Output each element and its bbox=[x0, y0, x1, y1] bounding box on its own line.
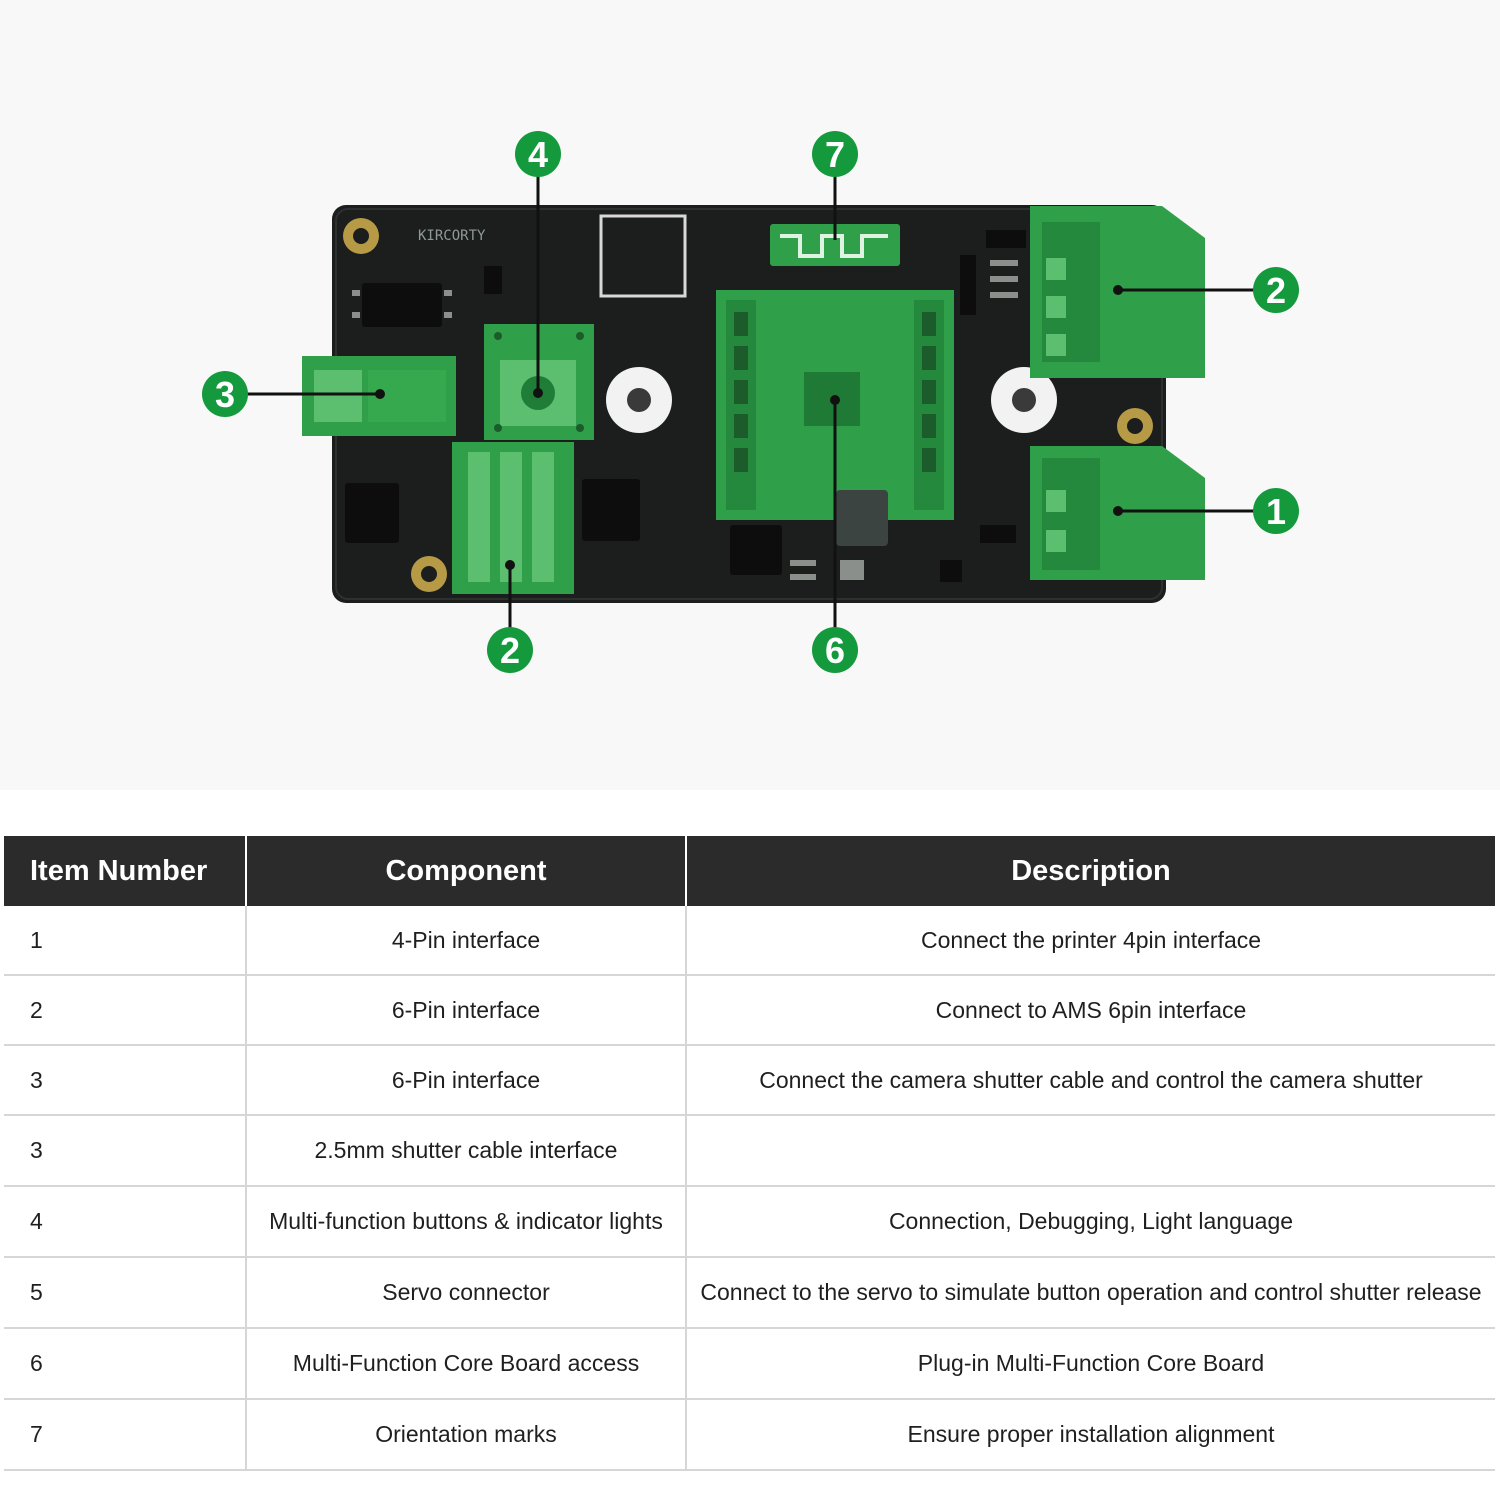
item-number-cell: 3 bbox=[4, 1045, 247, 1116]
item-number-cell: 6 bbox=[4, 1328, 247, 1400]
standoff-hole-right bbox=[991, 367, 1057, 433]
description-cell: Connect to the servo to simulate button … bbox=[686, 1257, 1495, 1329]
table-row: 6 Multi-Function Core Board access Plug-… bbox=[4, 1328, 1495, 1400]
component-cell: Servo connector bbox=[246, 1257, 687, 1329]
description-cell: Ensure proper installation alignment bbox=[686, 1399, 1495, 1471]
table-row: 4 Multi-function buttons & indicator lig… bbox=[4, 1186, 1495, 1258]
component-cell: Multi-Function Core Board access bbox=[246, 1328, 687, 1400]
svg-text:7: 7 bbox=[825, 134, 845, 175]
table-row: 2 6-Pin interface Connect to AMS 6pin in… bbox=[4, 975, 1495, 1046]
svg-text:3: 3 bbox=[215, 374, 235, 415]
callout-6: 6 bbox=[812, 627, 858, 673]
svg-text:2: 2 bbox=[500, 630, 520, 671]
leader-lines bbox=[247, 176, 1254, 628]
item-number-cell: 5 bbox=[4, 1257, 247, 1329]
spec-table: Item Number Component Description 1 4-Pi… bbox=[4, 836, 1495, 1471]
table-row: 7 Orientation marks Ensure proper instal… bbox=[4, 1399, 1495, 1471]
description-cell: Connect the printer 4pin interface bbox=[686, 906, 1495, 976]
standoff-hole-left bbox=[606, 367, 672, 433]
chip-outline bbox=[599, 214, 687, 298]
description-cell: Plug-in Multi-Function Core Board bbox=[686, 1328, 1495, 1400]
servo-connector bbox=[452, 442, 574, 594]
spec-table-body: 1 4-Pin interface Connect the printer 4p… bbox=[4, 906, 1495, 1471]
component-cell: 6-Pin interface bbox=[246, 975, 687, 1046]
svg-text:6: 6 bbox=[825, 630, 845, 671]
svg-text:4: 4 bbox=[528, 134, 548, 175]
callout-7: 7 bbox=[812, 131, 858, 177]
description-cell bbox=[686, 1115, 1495, 1187]
diagram-area: KIRCORTY bbox=[202, 131, 1299, 673]
item-number-cell: 1 bbox=[4, 906, 247, 976]
smd-pads bbox=[352, 260, 1018, 580]
component-cell: Multi-function buttons & indicator light… bbox=[246, 1186, 687, 1258]
component-cell: 4-Pin interface bbox=[246, 906, 687, 976]
header-description: Description bbox=[686, 836, 1495, 906]
smd-components bbox=[345, 230, 1026, 582]
callout-2-right: 2 bbox=[1253, 267, 1299, 313]
callout-3: 3 bbox=[202, 371, 248, 417]
leader-dots bbox=[375, 285, 1123, 570]
component-cell: 6-Pin interface bbox=[246, 1045, 687, 1116]
item-number-cell: 4 bbox=[4, 1186, 247, 1258]
mounting-hole-right bbox=[1117, 408, 1153, 444]
description-cell: Connect the camera shutter cable and con… bbox=[686, 1045, 1495, 1116]
callout-4: 4 bbox=[515, 131, 561, 177]
component-cell: Orientation marks bbox=[246, 1399, 687, 1471]
item-number-cell: 7 bbox=[4, 1399, 247, 1471]
mounting-hole-bottom-left bbox=[411, 556, 447, 592]
item-number-cell: 3 bbox=[4, 1115, 247, 1187]
component-cell: 2.5mm shutter cable interface bbox=[246, 1115, 687, 1187]
spec-table-header: Item Number Component Description bbox=[4, 836, 1495, 906]
callout-2-bottom: 2 bbox=[487, 627, 533, 673]
orientation-mark bbox=[770, 224, 900, 266]
description-cell: Connection, Debugging, Light language bbox=[686, 1186, 1495, 1258]
header-component: Component bbox=[246, 836, 687, 906]
description-cell: Connect to AMS 6pin interface bbox=[686, 975, 1495, 1046]
item-number-cell: 2 bbox=[4, 975, 247, 1046]
board-diagram: KIRCORTY bbox=[202, 131, 1299, 673]
core-board-slot bbox=[716, 290, 954, 546]
silkscreen-label: KIRCORTY bbox=[418, 228, 486, 244]
callout-1: 1 bbox=[1253, 488, 1299, 534]
svg-text:1: 1 bbox=[1266, 491, 1286, 532]
table-row: 1 4-Pin interface Connect the printer 4p… bbox=[4, 906, 1495, 976]
header-item-number: Item Number bbox=[4, 836, 247, 906]
table-row: 3 6-Pin interface Connect the camera shu… bbox=[4, 1045, 1495, 1116]
svg-text:2: 2 bbox=[1266, 270, 1286, 311]
table-row: 3 2.5mm shutter cable interface bbox=[4, 1115, 1495, 1187]
mounting-hole-top-left bbox=[343, 218, 379, 254]
table-row: 5 Servo connector Connect to the servo t… bbox=[4, 1257, 1495, 1329]
